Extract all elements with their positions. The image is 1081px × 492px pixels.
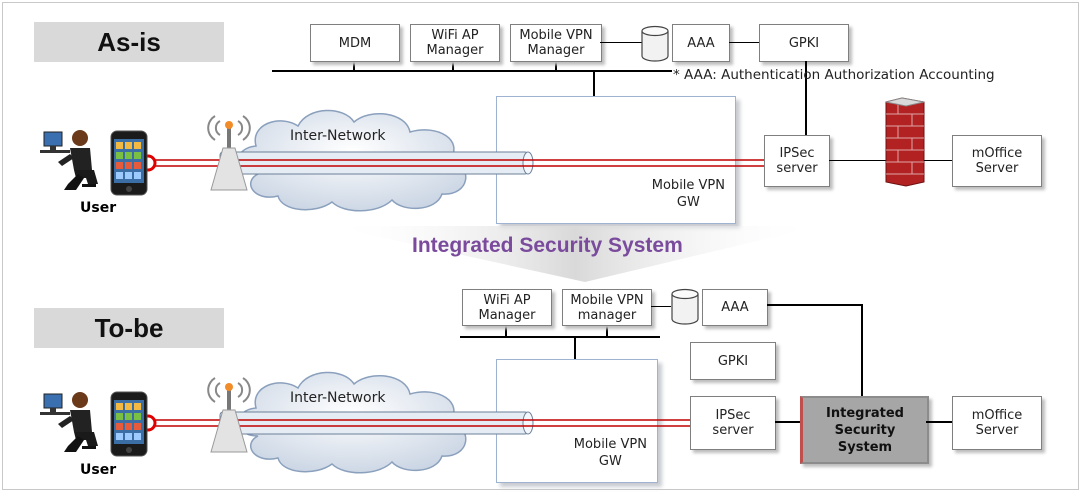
asis-gw-drop	[593, 71, 595, 96]
tobe-db-link	[651, 306, 671, 307]
tobe-internet-label: Inter-Network	[290, 390, 386, 406]
asis-aaa-note: * AAA: Authentication Authorization Acco…	[673, 67, 995, 83]
tobe-user-label: User	[80, 462, 117, 478]
asis-firewall-moffice-link	[924, 160, 952, 161]
tobe-mvpn-drop	[606, 324, 608, 336]
tobe-tunnel	[139, 411, 709, 435]
tobe-bus-line	[460, 336, 660, 338]
asis-firewall-icon	[885, 97, 925, 187]
asis-wifi-drop	[452, 60, 454, 71]
asis-moffice-server-box: mOffice Server	[952, 135, 1042, 187]
asis-gpki-ipsec-link	[805, 61, 807, 135]
tobe-aaa-iss-link-h	[767, 304, 863, 306]
asis-mvpn-drop	[555, 60, 557, 71]
asis-vpn-manager-box: Mobile VPN Manager	[510, 24, 602, 62]
banner-title: Integrated Security System	[412, 234, 683, 257]
asis-ipsec-firewall-link	[829, 160, 889, 161]
tobe-database-icon	[671, 288, 699, 325]
tobe-label: To-be	[34, 308, 224, 348]
tobe-gpki-box: GPKI	[690, 342, 776, 380]
asis-label: As-is	[34, 22, 224, 62]
tobe-gw-drop	[574, 337, 576, 359]
tobe-vpn-manager-box: Mobile VPN manager	[562, 289, 652, 326]
asis-db-link	[600, 42, 642, 43]
tobe-aaa-iss-link-v	[861, 304, 863, 396]
asis-mdm-drop	[353, 60, 355, 71]
asis-database-icon	[641, 25, 669, 62]
asis-wireless-antenna-icon	[207, 115, 251, 191]
asis-mdm-box: MDM	[310, 24, 400, 62]
tobe-wifi-drop	[505, 324, 507, 336]
tobe-iss-moffice-link	[926, 421, 952, 423]
asis-gpki-box: GPKI	[759, 24, 849, 62]
asis-wifi-manager-box: WiFi AP Manager	[410, 24, 500, 62]
tobe-wireless-antenna-icon	[207, 377, 251, 453]
tobe-vpn-gateway-label: Mobile VPN GW	[573, 437, 647, 469]
tobe-smartphone-icon	[110, 391, 148, 457]
asis-ipsec-server-box: IPSec server	[764, 135, 830, 187]
tobe-moffice-server-box: mOffice Server	[952, 396, 1042, 450]
asis-user-label: User	[80, 200, 117, 216]
tobe-ipsec-server-box: IPSec server	[690, 396, 776, 450]
tobe-integrated-security-system-box: Integrated Security System	[800, 396, 929, 464]
asis-smartphone-icon	[110, 130, 148, 196]
asis-aaa-gpki-link	[729, 42, 759, 43]
tobe-aaa-box: AAA	[702, 289, 768, 326]
asis-aaa-box: AAA	[672, 24, 730, 62]
asis-bus-line	[272, 70, 672, 72]
asis-internet-label: Inter-Network	[290, 128, 386, 144]
asis-user-at-computer-icon	[40, 130, 98, 190]
asis-vpn-gateway-label: Mobile VPN GW	[651, 178, 725, 210]
tobe-user-at-computer-icon	[40, 392, 98, 452]
tobe-ipsec-iss-link	[775, 421, 801, 423]
tobe-wifi-manager-box: WiFi AP Manager	[462, 289, 552, 326]
